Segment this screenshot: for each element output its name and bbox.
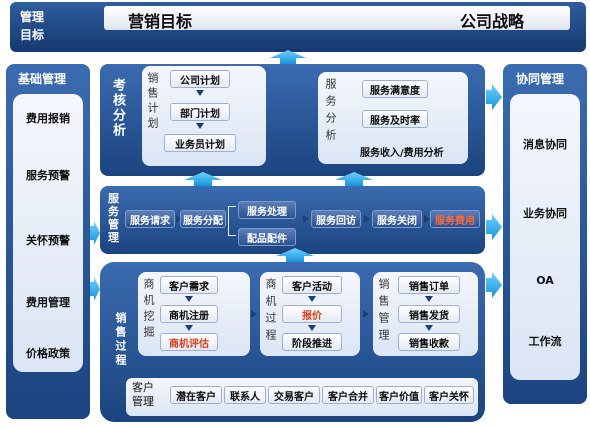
process-label: 商机过程 <box>264 278 277 346</box>
arrow-right-left-1 <box>90 221 100 245</box>
plan-company[interactable]: 公司计划 <box>170 70 230 88</box>
process-connector-2 <box>363 310 369 318</box>
svc-arrow-4 <box>424 215 430 223</box>
cust-contact[interactable]: 联系人 <box>224 386 266 404</box>
mining-arrow-2 <box>185 325 193 331</box>
side-item-expense-claim[interactable]: 费用报销 <box>26 112 70 125</box>
basic-management-title: 基础管理 <box>18 72 67 86</box>
svc-arrow-1 <box>176 215 182 223</box>
svc-arrow-2 <box>303 215 309 223</box>
arrow-right-right-2 <box>486 214 502 240</box>
cust-trading[interactable]: 交易客户 <box>268 386 320 404</box>
cust-merge[interactable]: 客户合并 <box>322 386 374 404</box>
plan-department[interactable]: 部门计划 <box>170 103 230 121</box>
svc-fee[interactable]: 服务费用 <box>430 210 480 228</box>
cust-value[interactable]: 客户价值 <box>376 386 422 404</box>
process-connector-1 <box>251 310 257 318</box>
process-quote[interactable]: 报价 <box>282 305 342 323</box>
mgmt-order[interactable]: 销售订单 <box>398 276 460 294</box>
process-arrow-2 <box>308 325 316 331</box>
process-advance[interactable]: 阶段推进 <box>282 333 342 351</box>
mgmt-arrow-2 <box>425 325 433 331</box>
side-item-expense-mgmt[interactable]: 费用管理 <box>26 296 70 309</box>
goal-bar <box>104 6 570 30</box>
mining-arrow-1 <box>185 296 193 302</box>
assessment-title: 考核分析 <box>110 78 125 138</box>
svc-close[interactable]: 服务关闭 <box>372 210 422 228</box>
plan-arrow-1 <box>196 90 204 96</box>
side-item-care-alert[interactable]: 关怀预警 <box>26 234 70 247</box>
cust-potential[interactable]: 潜在客户 <box>170 386 222 404</box>
collaboration-list <box>510 94 580 380</box>
svc-satisfaction[interactable]: 服务满意度 <box>362 80 428 98</box>
arrow-up-top <box>270 50 306 64</box>
cust-care[interactable]: 客户关怀 <box>424 386 474 404</box>
service-analysis-label: 服务分析 <box>324 78 337 146</box>
mining-register[interactable]: 商机注册 <box>160 305 218 323</box>
svc-arrow-3 <box>364 215 370 223</box>
svc-bracket <box>228 206 236 236</box>
mgmt-collection[interactable]: 销售收款 <box>398 333 460 351</box>
company-strategy: 公司战略 <box>460 12 525 31</box>
plan-arrow-2 <box>196 123 204 129</box>
svc-parts[interactable]: 配品配件 <box>238 228 296 246</box>
svc-handle[interactable]: 服务处理 <box>238 201 296 219</box>
svc-assign[interactable]: 服务分配 <box>180 210 226 228</box>
mgmt-shipping[interactable]: 销售发货 <box>398 305 460 323</box>
management-goal-label: 管理 目标 <box>20 10 45 42</box>
side-item-business-collab[interactable]: 业务协同 <box>523 207 567 220</box>
svc-revisit[interactable]: 服务回访 <box>311 210 361 228</box>
mining-evaluate[interactable]: 商机评估 <box>160 333 218 351</box>
sales-plan-label: 销售计划 <box>146 72 159 132</box>
arrow-right-left-2 <box>90 277 100 301</box>
side-item-service-alert[interactable]: 服务预警 <box>26 169 70 182</box>
arrow-right-right-1 <box>486 84 502 110</box>
arrow-right-right-3 <box>486 272 502 298</box>
mgmt-arrow-1 <box>425 296 433 302</box>
service-title: 服务管理 <box>108 192 119 244</box>
process-arrow-1 <box>308 296 316 302</box>
plan-salesperson[interactable]: 业务员计划 <box>164 134 236 152</box>
basic-management-list <box>13 94 83 372</box>
collaboration-title: 协同管理 <box>516 72 565 86</box>
customer-mgmt-label: 客户管理 <box>132 381 154 408</box>
side-item-oa[interactable]: OA <box>536 274 554 287</box>
sales-mgmt-label: 销售管理 <box>377 278 390 346</box>
side-item-price-policy[interactable]: 价格政策 <box>26 347 70 360</box>
svc-income-analysis[interactable]: 服务收入/费用分析 <box>360 148 444 159</box>
svc-timeliness[interactable]: 服务及时率 <box>362 110 428 128</box>
mining-label: 商机挖掘 <box>142 278 155 342</box>
side-item-workflow[interactable]: 工作流 <box>528 335 562 348</box>
side-item-message-collab[interactable]: 消息协同 <box>523 138 567 151</box>
mining-need[interactable]: 客户需求 <box>160 276 218 294</box>
svc-request[interactable]: 服务请求 <box>125 210 175 228</box>
sales-title: 销售过程 <box>114 312 127 368</box>
marketing-goal: 营销目标 <box>128 12 193 31</box>
process-activity[interactable]: 客户活动 <box>282 276 342 294</box>
